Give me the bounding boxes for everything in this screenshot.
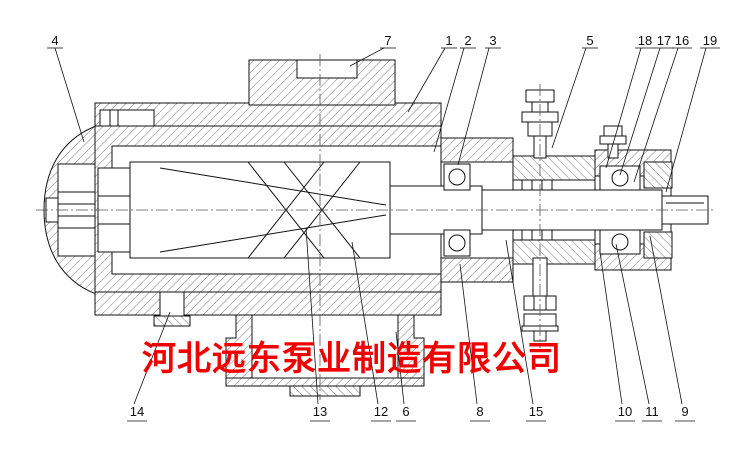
callout-10: 10 [617,404,633,419]
callout-9: 9 [681,404,689,419]
callout-12: 12 [373,404,389,419]
callout-11: 11 [645,404,659,419]
callout-3: 3 [489,33,497,48]
callout-1: 1 [445,33,453,48]
callout-leader-lines [47,47,720,422]
callout-19: 19 [702,33,718,48]
callout-14: 14 [129,404,145,419]
callout-17: 17 [656,33,672,48]
callout-6: 6 [402,404,410,419]
centerlines [36,54,716,400]
top-fittings [521,89,627,159]
callout-8: 8 [476,404,484,419]
company-watermark: 河北远东泵业制造有限公司 [142,340,562,378]
callout-2: 2 [464,33,472,48]
mounting-foot [225,314,425,397]
bearings [443,163,641,257]
callout-5: 5 [586,33,594,48]
callout-16: 16 [674,33,690,48]
callout-13: 13 [312,404,328,419]
callout-18: 18 [637,33,653,48]
callout-4: 4 [51,33,59,48]
callout-7: 7 [384,33,392,48]
callout-15: 15 [528,404,544,419]
